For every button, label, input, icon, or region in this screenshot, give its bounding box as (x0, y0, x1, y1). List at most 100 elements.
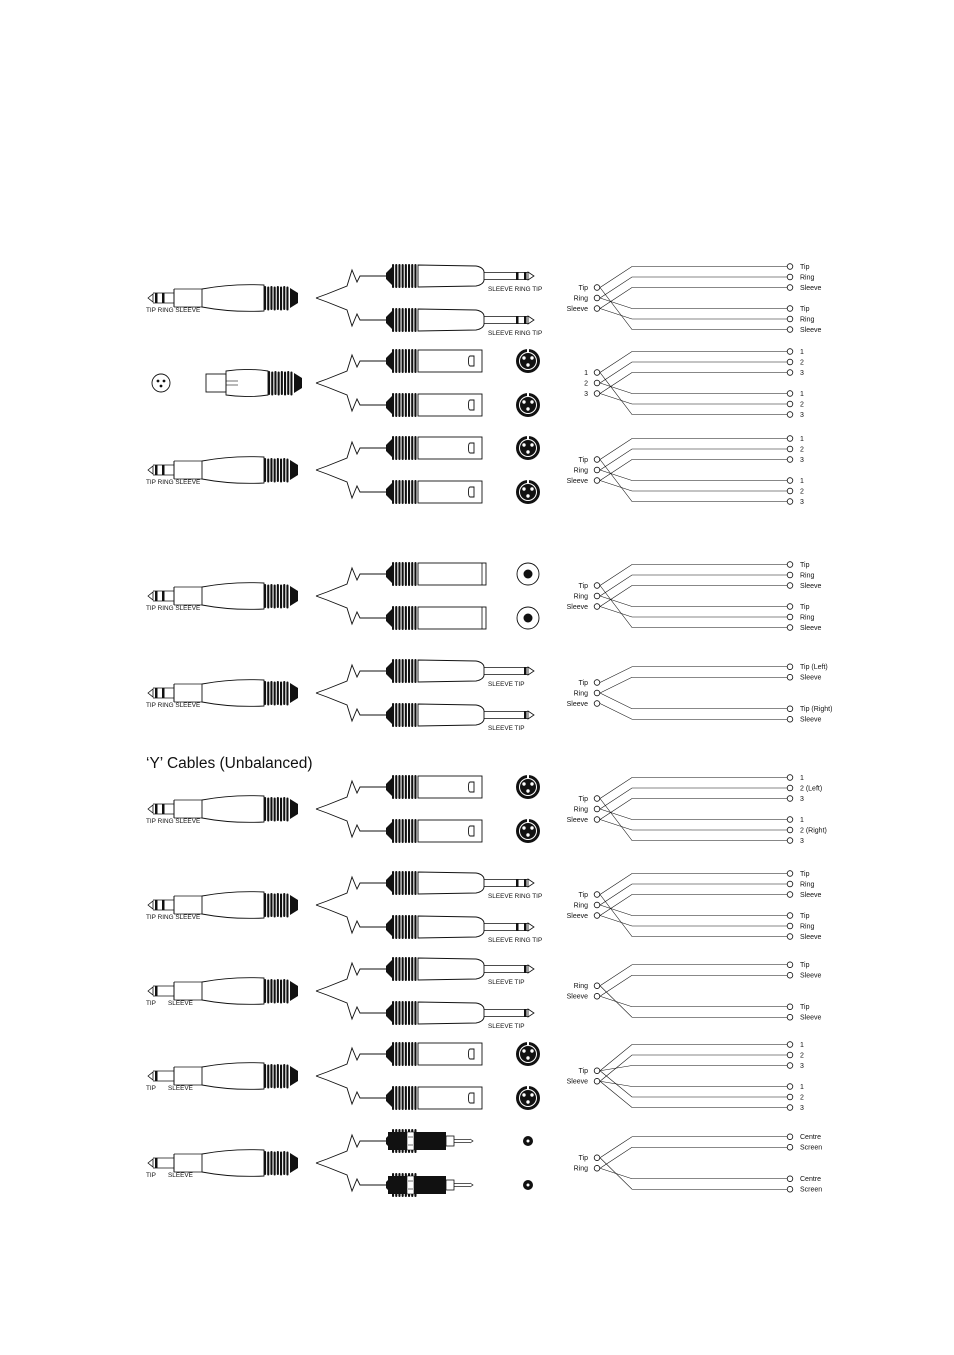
xlr-body (417, 349, 483, 373)
plug-tip (527, 964, 535, 974)
dest-terminal (786, 1003, 794, 1010)
source-terminal (593, 795, 601, 802)
grip-ridge (392, 871, 395, 895)
grip-ridge (267, 286, 270, 311)
grip-ridge (404, 659, 407, 683)
grip-ridge (411, 1086, 414, 1110)
target-connector-1 (386, 436, 540, 460)
dest-terminal (786, 774, 794, 781)
grip-ridge (264, 893, 267, 917)
wire (599, 361, 787, 384)
grip-ridge (276, 893, 279, 917)
grip-ridge (270, 979, 273, 1003)
wire (599, 469, 787, 481)
grip-ridge (392, 957, 395, 981)
dest-terminal (786, 912, 794, 919)
dest-terminal (786, 348, 794, 355)
target-connector-1: SLEEVE RING TIP (386, 264, 542, 293)
source-terminal-label: Ring (574, 902, 589, 909)
target-connector-1 (386, 562, 540, 586)
source-connector: TIP RING SLEEVE (146, 582, 298, 612)
grip-ridge (283, 1064, 286, 1088)
grip-ridge (411, 957, 414, 981)
dest-terminal-label: 1 (800, 817, 804, 824)
wire (599, 873, 787, 895)
source-terminal (593, 603, 601, 610)
jack-body (417, 562, 487, 586)
source-terminal (593, 912, 601, 919)
grip-ridge (280, 681, 283, 706)
wire (599, 676, 787, 694)
grip-ridge (404, 775, 407, 799)
xlr-female-face (151, 373, 171, 393)
grip-ridge (404, 606, 407, 630)
grip-ridge (264, 681, 267, 705)
xlr-latch (468, 399, 475, 411)
dest-terminal (786, 1014, 794, 1021)
dest-terminal-label: 1 (800, 391, 804, 398)
cable-branch-upper (315, 440, 386, 471)
cable-row-4: TIP RING SLEEVETipRingSleeveTipRingSleev… (146, 561, 822, 632)
source-pin-label: SLEEVE (168, 1172, 193, 1179)
wire (599, 266, 787, 288)
source-terminal (593, 284, 601, 291)
grip-ridge (270, 458, 273, 482)
grip-ridge (404, 819, 407, 843)
grip-ridge (277, 371, 280, 396)
grip-ridge (270, 893, 273, 917)
dest-terminal-label: Tip (800, 1004, 810, 1011)
wire (599, 393, 787, 405)
grip-ridge (404, 1042, 407, 1066)
dest-terminal-label: Ring (800, 274, 815, 281)
grip-ridge (280, 979, 283, 1004)
target-pin-label: SLEEVE RING TIP (488, 937, 542, 944)
source-connector: TIP RING SLEEVE (146, 795, 298, 825)
plug-ring-band (162, 293, 165, 303)
grip-ridge (401, 775, 404, 799)
grip-ridge (404, 349, 407, 373)
plug-body (201, 795, 265, 823)
plug-body (417, 308, 485, 332)
grip-ridge (411, 480, 414, 504)
plug-body (201, 284, 265, 312)
dest-terminal (786, 961, 794, 968)
source-terminal (593, 379, 601, 387)
xlr-latch (468, 1092, 475, 1104)
dest-terminal (786, 445, 794, 453)
dest-terminal-label: 1 (800, 775, 804, 782)
grip-ridge (395, 480, 398, 504)
grip-ridge (401, 436, 404, 460)
grip-ridge (392, 606, 395, 630)
wire (599, 276, 787, 299)
grip-ridge (414, 393, 417, 417)
dest-terminal (786, 263, 794, 270)
grip-ridge (404, 264, 407, 288)
grip-ridge (398, 703, 401, 727)
grip-ridge (270, 681, 273, 705)
grip-ridge (276, 286, 279, 310)
grip-ridge (392, 819, 395, 843)
source-terminal-label: Tip (579, 892, 589, 899)
grip-ridge (411, 775, 414, 799)
grip-ridge (395, 308, 398, 332)
dest-terminal-label: 1 (800, 1042, 804, 1049)
grip-ridge (404, 562, 407, 586)
plug-ring-band (155, 804, 158, 814)
grip-ridge (276, 584, 279, 608)
grip-ridge (398, 871, 401, 895)
wire (599, 808, 787, 820)
plug-tip (147, 688, 154, 698)
dest-terminal-label: Sleeve (800, 625, 822, 632)
cable-branch-lower (315, 595, 386, 626)
grip-ridge (398, 1042, 401, 1066)
wire (599, 787, 787, 810)
plug-tip (527, 710, 535, 720)
plug-body (201, 582, 265, 610)
wire (599, 585, 787, 607)
plug-body (417, 957, 485, 981)
grip-ridge (408, 562, 411, 586)
source-terminal-label: Sleeve (567, 817, 589, 824)
